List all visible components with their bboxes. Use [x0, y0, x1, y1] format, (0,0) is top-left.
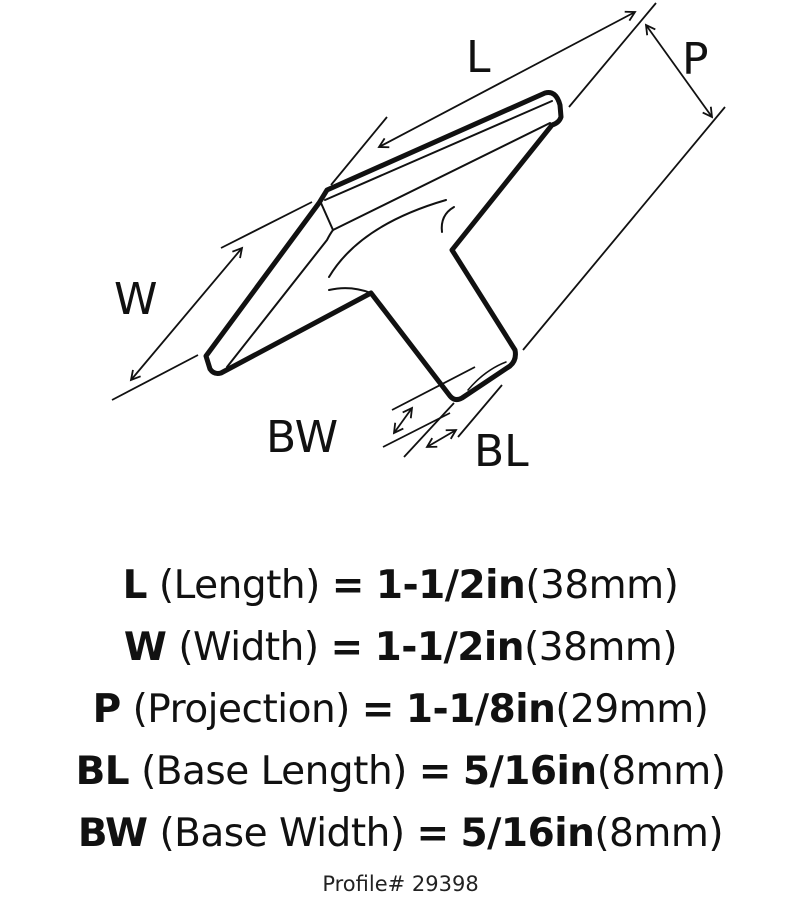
- spec-length: L (Length) = 1-1/2in(38mm): [0, 555, 801, 617]
- spec-mm: (29mm): [555, 687, 709, 732]
- spec-equals: =: [361, 687, 395, 732]
- spec-inches: 5/16in: [462, 749, 597, 794]
- spec-code: P: [92, 687, 122, 732]
- spec-equals: =: [331, 563, 365, 608]
- spec-mm: (8mm): [594, 811, 724, 856]
- bw-dimension-arrow: [392, 406, 414, 435]
- knob-dimension-drawing: L P W BW BL: [111, 2, 726, 477]
- spec-inches: 1-1/8in: [405, 687, 556, 732]
- spec-name: (Width): [178, 625, 319, 670]
- knob-base-end-2: [465, 367, 509, 397]
- spec-inches: 1-1/2in: [374, 625, 525, 670]
- spec-equals: =: [416, 811, 449, 856]
- spec-projection: P (Projection) = 1-1/8in(29mm): [0, 679, 801, 741]
- w-dimension-arrow: [129, 246, 244, 382]
- bw-extension-top: [391, 366, 476, 411]
- l-dimension-arrow: [377, 10, 637, 149]
- spec-width: W (Width) = 1-1/2in(38mm): [0, 617, 801, 679]
- knob-plate-outline: [203, 90, 564, 403]
- knob-neck-curve-2: [328, 287, 372, 294]
- bl-extension-right: [457, 384, 503, 438]
- spec-base-width: BW (Base Width) = 5/16in(8mm): [0, 803, 801, 865]
- spec-name: (Base Length): [141, 749, 407, 794]
- knob-inner-diagonal: [226, 229, 334, 368]
- spec-code: L: [122, 563, 148, 608]
- spec-inches: 5/16in: [460, 811, 595, 856]
- spec-equals: =: [418, 749, 452, 794]
- spec-code: BL: [75, 749, 130, 794]
- label-bw: BW: [266, 412, 338, 463]
- label-l: L: [466, 32, 491, 83]
- spec-equals: =: [330, 625, 363, 670]
- knob-outline: [203, 90, 564, 403]
- spec-name: (Base Width): [159, 811, 405, 856]
- spec-mm: (38mm): [525, 563, 679, 608]
- spec-mm: (38mm): [524, 625, 678, 670]
- label-w: W: [114, 274, 158, 325]
- spec-name: (Length): [158, 563, 320, 608]
- bl-extension-left: [403, 402, 455, 458]
- l-extension-right: [568, 2, 657, 108]
- knob-neck-curve-3: [440, 206, 455, 233]
- spec-base-length: BL (Base Length) = 5/16in(8mm): [0, 741, 801, 803]
- spec-inches: 1-1/2in: [375, 563, 526, 608]
- spec-mm: (8mm): [596, 749, 726, 794]
- spec-code: BW: [77, 811, 148, 856]
- label-p: P: [682, 34, 709, 85]
- spec-code: W: [123, 625, 167, 670]
- profile-number: Profile# 29398: [322, 872, 479, 896]
- label-bl: BL: [474, 426, 529, 477]
- knob-base-end: [467, 361, 507, 391]
- dimension-specs: L (Length) = 1-1/2in(38mm) W (Width) = 1…: [0, 555, 801, 865]
- knob-neck-curve: [328, 199, 447, 278]
- w-extension-bottom: [111, 354, 199, 401]
- dimension-lines: [111, 2, 726, 458]
- bl-dimension-arrow: [425, 429, 458, 448]
- p-dimension-arrow: [644, 23, 714, 119]
- spec-name: (Projection): [132, 687, 351, 732]
- w-extension-top: [220, 201, 313, 249]
- knob-corner-line: [320, 202, 334, 231]
- p-extension: [522, 106, 726, 351]
